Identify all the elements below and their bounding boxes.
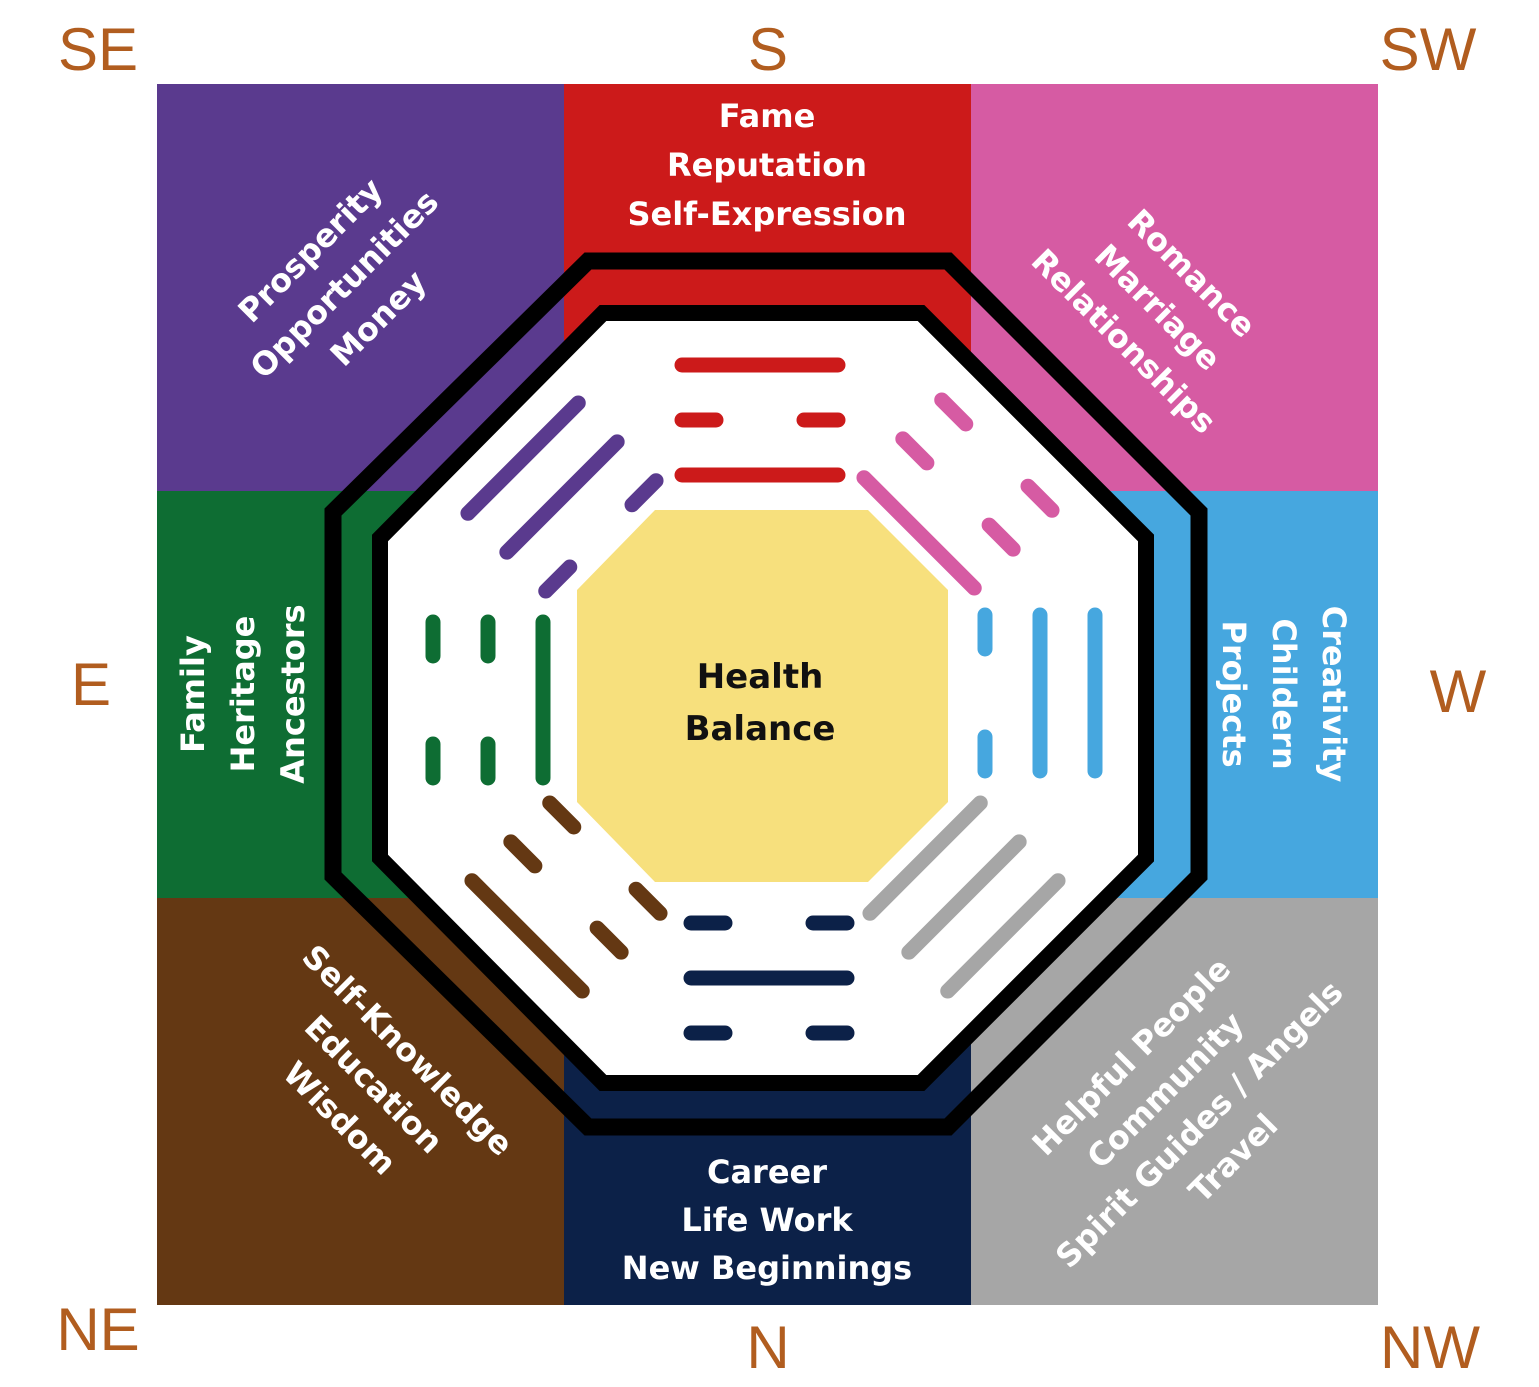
trigram-line xyxy=(1020,478,1060,518)
family-label-line: Heritage xyxy=(224,616,262,773)
direction-sw: SW xyxy=(1380,16,1477,83)
career-label-line: New Beginnings xyxy=(622,1249,912,1287)
fame-label-line: Fame xyxy=(719,97,816,135)
family-trigram xyxy=(425,614,551,786)
knowledge-trigram xyxy=(464,795,668,999)
health-center-octagon xyxy=(577,510,948,882)
trigram-line xyxy=(499,434,625,560)
trigram-line xyxy=(464,873,590,999)
center-label: Health Balance xyxy=(685,657,836,749)
trigram-line xyxy=(542,795,582,835)
career-label-line: Life Work xyxy=(681,1201,853,1239)
helpful-people-trigram xyxy=(862,795,1066,999)
center-label-line: Health xyxy=(697,657,824,697)
trigram-line xyxy=(901,834,1027,960)
direction-ne: NE xyxy=(56,1296,139,1363)
trigram-line xyxy=(460,395,586,521)
trigram-line xyxy=(856,470,982,596)
trigram-line xyxy=(538,559,578,599)
children-label: Creativity Childern Projects xyxy=(1215,606,1353,783)
children-label-line: Creativity xyxy=(1315,606,1353,783)
trigram-line xyxy=(628,881,668,921)
children-label-line: Projects xyxy=(1215,620,1253,767)
direction-s: S xyxy=(748,16,788,83)
career-label: Career Life Work New Beginnings xyxy=(622,1153,912,1287)
trigram-line xyxy=(589,920,629,960)
trigram-line xyxy=(624,473,664,513)
trigram-line xyxy=(862,795,988,921)
outer-octagon xyxy=(324,252,1208,1136)
trigram-line xyxy=(981,517,1021,557)
family-label-line: Ancestors xyxy=(274,604,312,783)
direction-w: W xyxy=(1430,658,1487,725)
prosperity-trigram xyxy=(460,395,664,599)
center-label-line: Balance xyxy=(685,709,836,749)
trigram-line xyxy=(895,431,935,471)
children-trigram xyxy=(977,607,1103,779)
direction-n: N xyxy=(746,1314,789,1381)
relationships-trigram xyxy=(856,392,1060,596)
trigram-line xyxy=(503,834,543,874)
trigram-line xyxy=(940,873,1066,999)
career-trigram xyxy=(683,915,855,1041)
fame-label-line: Self-Expression xyxy=(627,195,906,233)
fame-trigram xyxy=(674,357,846,483)
fame-label: Fame Reputation Self-Expression xyxy=(627,97,906,233)
trigram-line xyxy=(934,392,974,432)
direction-e: E xyxy=(71,651,111,718)
fame-label-line: Reputation xyxy=(667,146,867,184)
family-label-line: Family xyxy=(174,635,212,753)
career-label-line: Career xyxy=(707,1153,827,1191)
direction-se: SE xyxy=(58,16,138,83)
children-label-line: Childern xyxy=(1265,618,1303,769)
family-label: Family Heritage Ancestors xyxy=(174,604,312,783)
direction-nw: NW xyxy=(1380,1314,1480,1381)
